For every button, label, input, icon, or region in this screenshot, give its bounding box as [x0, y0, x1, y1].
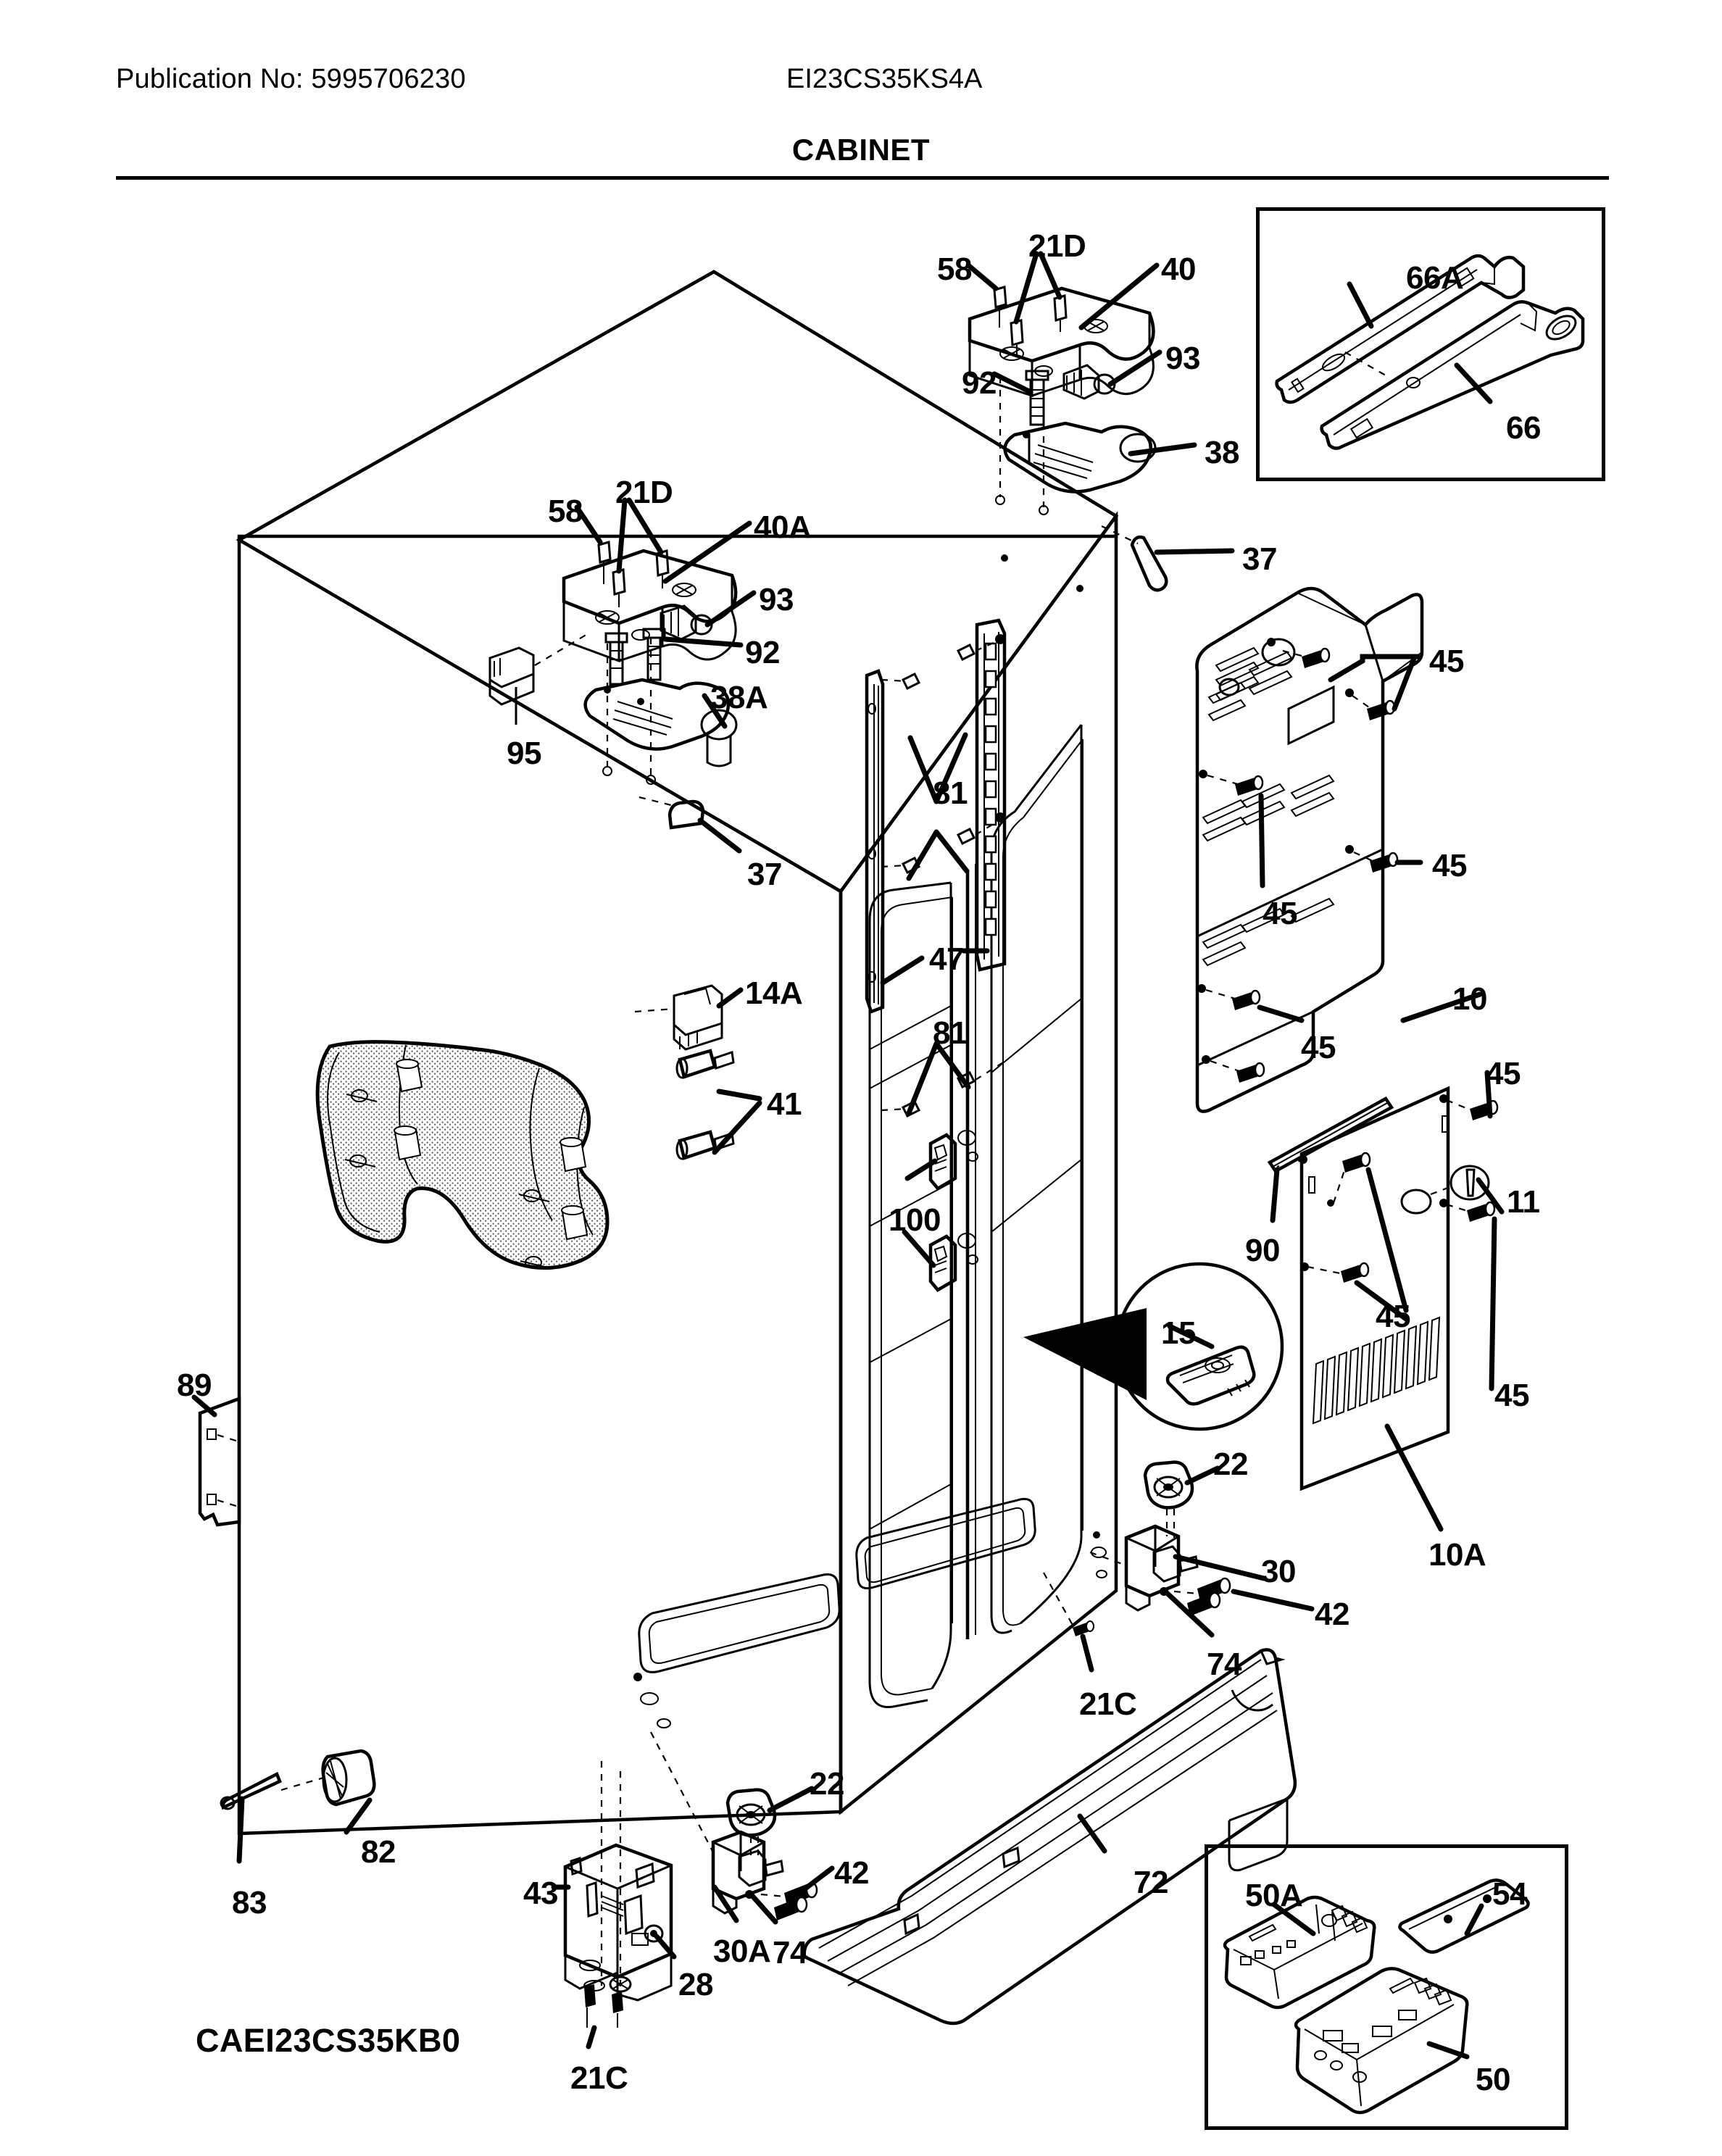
- callout-58-screw: 58: [937, 251, 972, 287]
- callout-74-spacer: 74: [1207, 1647, 1241, 1682]
- callout-30-bottom-right-hinge: 30: [1261, 1554, 1296, 1589]
- screws-21C-left: [584, 1984, 623, 2028]
- magnifier-callout-15: [1023, 1262, 1284, 1431]
- callout-21D-hinge-screw: 21D: [1028, 228, 1086, 264]
- wire-clip-95: [488, 646, 535, 706]
- callout-92-hinge-bolt: 92: [962, 365, 997, 401]
- callout-72-toe-grille-kickplate: 72: [1134, 1865, 1168, 1900]
- callout-66: 66: [1506, 410, 1541, 446]
- callout-43-compressor-relay-box: 43: [523, 1876, 558, 1911]
- grommet-11: [1449, 1165, 1490, 1201]
- callout-15: 15: [1161, 1315, 1196, 1351]
- shelf-ladder-rails: [865, 618, 1007, 1118]
- callout-22-hinge-pin: 22: [810, 1766, 844, 1802]
- callout-10-rear-panel-upper: 10: [1452, 981, 1487, 1017]
- callout-45-screw: 45: [1432, 848, 1467, 883]
- cabinet-door-openings: [868, 724, 1083, 1709]
- callout-40-top-right-hinge-cover: 40: [1161, 251, 1196, 287]
- bushings-41: [675, 1049, 762, 1160]
- callout-66A: 66A: [1406, 260, 1464, 296]
- callout-41-bushing: 41: [767, 1086, 802, 1122]
- callout-11-grommet: 11: [1507, 1184, 1540, 1220]
- hinge-bolts-92: [604, 628, 666, 686]
- cabinet-lower-recesses: [638, 1497, 1036, 1673]
- callout-14A-door-switch: 14A: [745, 975, 803, 1011]
- callout-82-roller: 82: [361, 1834, 396, 1870]
- callout-74-spacer: 74: [773, 1935, 807, 1970]
- model-code: CAEI23CS35KB0: [196, 2022, 461, 2059]
- callout-45-screw: 45: [1301, 1030, 1336, 1065]
- callout-93-hinge-pin-cap: 93: [759, 582, 794, 617]
- trim-strip-90: [1267, 1096, 1394, 1223]
- roller-axle-pin-83: [220, 1771, 282, 1864]
- page-title: CABINET: [791, 133, 931, 167]
- toe-grille-72: [802, 1648, 1297, 2026]
- callout-58-screw: 58: [548, 494, 583, 529]
- callout-22-hinge-pin: 22: [1213, 1447, 1248, 1482]
- callout-100-shelf-support-clip: 100: [889, 1202, 941, 1238]
- rear-panel-screws-45: [1232, 647, 1399, 1083]
- rear-panel-upper-10: [1195, 586, 1483, 1113]
- callout-21D-hinge-screw: 21D: [615, 475, 673, 510]
- shelf-support-clips-100: [902, 1130, 978, 1292]
- callout-28-bolt: 28: [678, 1967, 713, 2002]
- callout-37-hole-plug: 37: [747, 857, 782, 892]
- header-divider: [116, 176, 1609, 180]
- callout-81-shelf-rail-screw: 81: [933, 1015, 968, 1051]
- inset-box-control-boards: [1205, 1844, 1568, 2130]
- screw-21C-right: [1073, 1620, 1094, 1636]
- callout-50: 50: [1476, 2062, 1510, 2097]
- sound-insulation-pad: [315, 1040, 610, 1270]
- callout-21C-screw: 21C: [1079, 1686, 1137, 1722]
- callout-81-shelf-rail-screw: 81: [933, 775, 968, 811]
- callout-38-top-right-hinge: 38: [1205, 435, 1239, 470]
- bottom-left-hinge-assembly: [551, 1731, 835, 2049]
- inset-drawer-slides-art: [1275, 254, 1585, 450]
- callout-93-hinge-pin-cap: 93: [1165, 341, 1200, 376]
- callout-92-hinge-bolt: 92: [745, 635, 780, 670]
- callout-42-hinge-screw: 42: [1315, 1597, 1349, 1632]
- callout-45-screw: 45: [1486, 1056, 1521, 1091]
- callout-47-shelf-ladder-rail: 47: [929, 941, 964, 977]
- callout-45-screw: 45: [1494, 1378, 1529, 1413]
- callout-40A-top-left-hinge-cover: 40A: [754, 509, 812, 545]
- hinge-bolt-92: [1025, 370, 1049, 426]
- rear-panel-lower-10A: [1276, 1070, 1505, 1532]
- callout-21C-screw: 21C: [570, 2060, 628, 2096]
- callout-10A-rear-panel-lower: 10A: [1428, 1537, 1486, 1573]
- callout-38A-top-left-hinge: 38A: [710, 680, 768, 715]
- hole-plug-37-left: [639, 796, 742, 854]
- hole-plug-37-right: [1101, 525, 1235, 592]
- callout-30A-bottom-left-hinge: 30A: [713, 1934, 771, 1969]
- inset-box-drawer-slides: [1256, 207, 1605, 481]
- door-switch-14A: [634, 984, 744, 1051]
- top-left-hinge-assembly: [488, 497, 757, 785]
- callout-37-hole-plug: 37: [1242, 541, 1277, 577]
- callout-50A: 50A: [1245, 1878, 1303, 1913]
- publication-number: Publication No: 5995706230: [116, 64, 466, 94]
- bottom-right-hinge-assembly: [1043, 1460, 1315, 1673]
- callout-89-mounting-bracket: 89: [177, 1368, 212, 1403]
- callout-90-trim-strip: 90: [1245, 1233, 1280, 1268]
- callout-95-wire-clip: 95: [507, 736, 541, 771]
- top-right-hinge-assembly: [965, 251, 1197, 515]
- callout-45-screw: 45: [1263, 896, 1297, 931]
- inset-control-boards-art: [1223, 1878, 1530, 2115]
- roller-82: [280, 1749, 376, 1835]
- callout-45-screw: 45: [1376, 1299, 1410, 1334]
- mounting-bracket-89: [191, 1394, 241, 1527]
- callout-83-roller-axle-pin: 83: [232, 1885, 267, 1920]
- callout-54: 54: [1492, 1876, 1527, 1912]
- callout-45-screw: 45: [1429, 644, 1464, 679]
- callout-42-hinge-screw: 42: [834, 1855, 869, 1891]
- model-number: EI23CS35KS4A: [786, 64, 983, 94]
